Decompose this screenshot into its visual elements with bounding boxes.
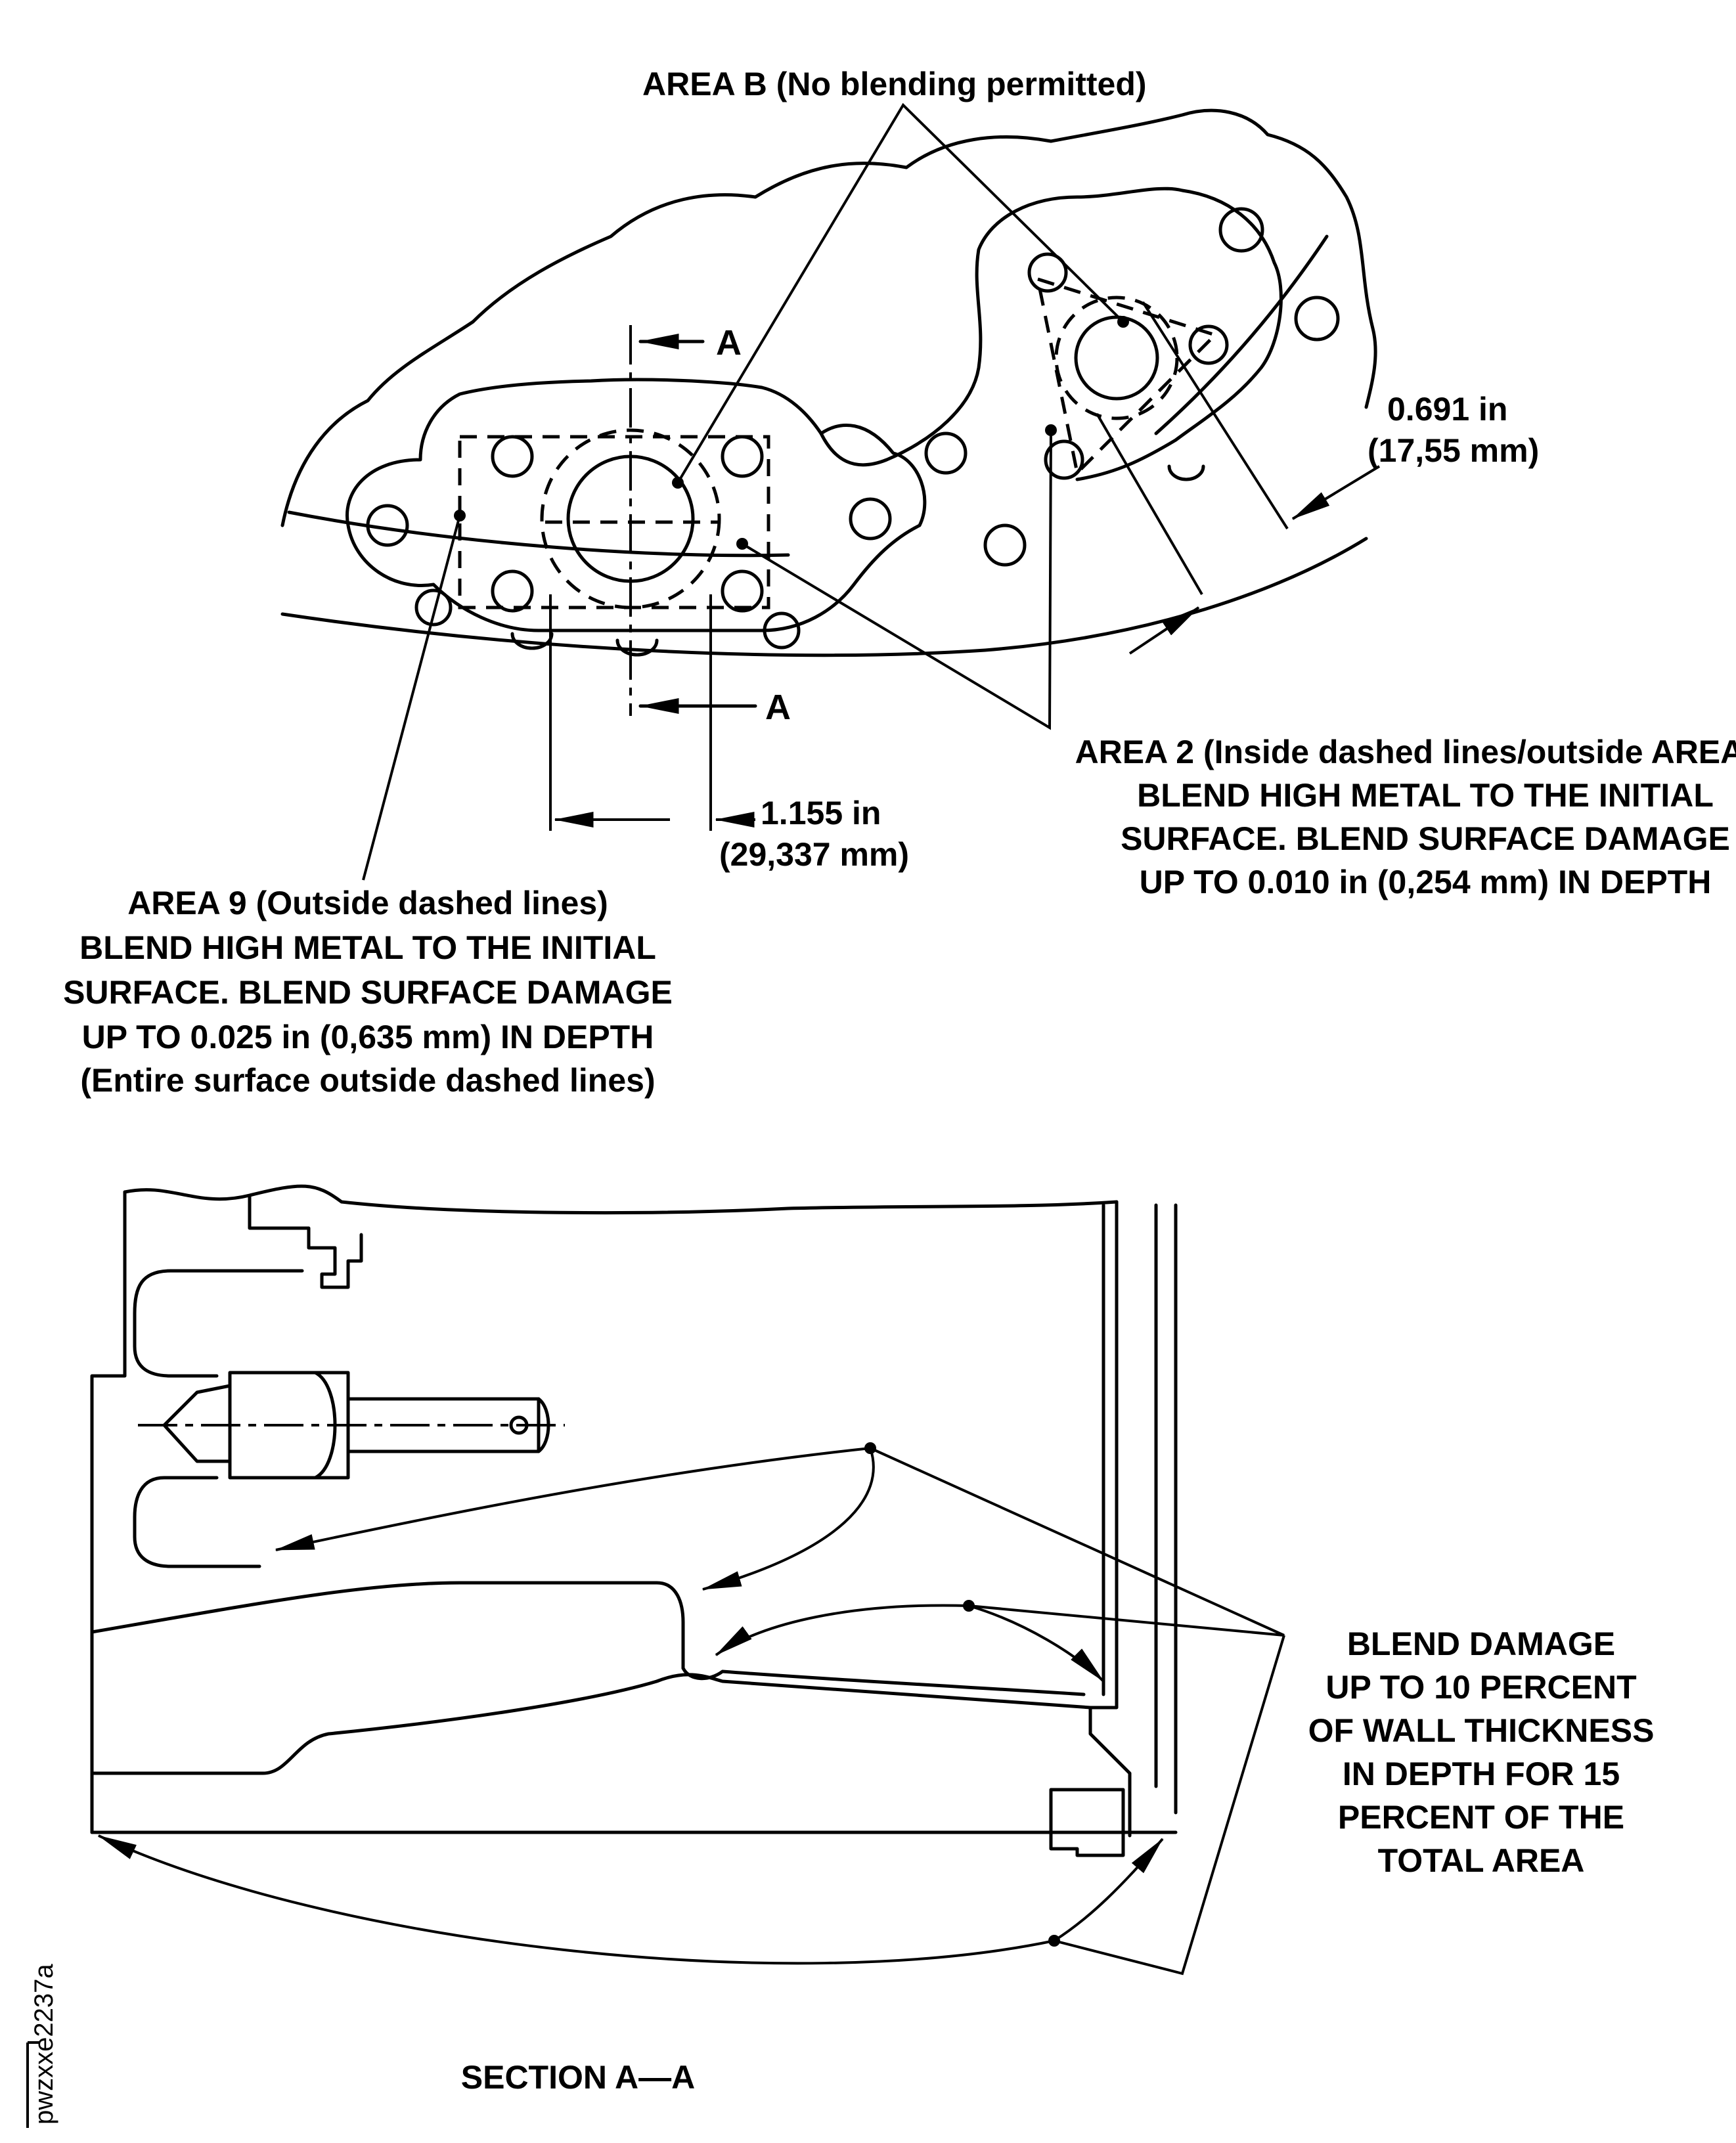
- bolt-hole: [491, 435, 534, 478]
- blend-arc-upper: [701, 1447, 875, 1591]
- bolt-hole: [414, 588, 453, 627]
- bolt-hole: [1044, 439, 1084, 480]
- area-9-leader: [362, 515, 461, 881]
- leader-dot: [454, 510, 466, 521]
- bolt-hole: [1294, 296, 1340, 342]
- blend-arc-mid: [715, 1604, 969, 1656]
- leader-dot: [736, 538, 748, 550]
- section-marker-top: A: [716, 323, 742, 363]
- dim-ext-line: [1142, 301, 1289, 530]
- blend-note-leader-lower: [1054, 1635, 1285, 1976]
- area-2-note-line: UP TO 0.010 in (0,254 mm) IN DEPTH: [1140, 864, 1712, 900]
- blend-note-line: BLEND DAMAGE: [1347, 1625, 1615, 1662]
- section-right-wall: [1088, 1200, 1132, 1838]
- leader-dot: [1117, 316, 1129, 328]
- casing-arc-outer: [280, 537, 1368, 657]
- section-seal-groove: [1049, 1788, 1125, 1857]
- bolt-hole: [491, 569, 534, 613]
- bolt-hole: [721, 435, 764, 478]
- section-web-lower: [90, 1673, 1092, 1775]
- blend-note-line: TOTAL AREA: [1378, 1842, 1585, 1879]
- section-cavity-upper: [133, 1269, 304, 1378]
- blend-note: BLEND DAMAGE UP TO 10 PERCENT OF WALL TH…: [1308, 1625, 1655, 1879]
- area-b-leader: [677, 102, 1124, 484]
- area-2-note: AREA 2 (Inside dashed lines/outside AREA…: [1075, 734, 1736, 900]
- dim-0691-line2: (17,55 mm): [1368, 432, 1539, 469]
- bolt-hole: [721, 569, 764, 613]
- bolt-hole: [849, 497, 892, 541]
- area-9-note-line: BLEND HIGH METAL TO THE INITIAL: [79, 929, 656, 966]
- section-fitting: [138, 1371, 565, 1480]
- dim-0691-arrow-lower: [1128, 606, 1200, 655]
- casing-arc-right: [1154, 234, 1329, 435]
- bolt-hole: [1188, 324, 1229, 365]
- section-marker-bottom: A: [765, 688, 791, 727]
- area-2-dashed-rect: [458, 435, 770, 609]
- section-left-wall: [90, 1190, 127, 1834]
- section-view: BLEND DAMAGE UP TO 10 PERCENT OF WALL TH…: [90, 1184, 1655, 2096]
- blend-arc-mid-right: [968, 1604, 1105, 1683]
- figure-id-text: pwzxxe2237a: [30, 1964, 58, 2125]
- area-9-note-line: SURFACE. BLEND SURFACE DAMAGE: [63, 974, 673, 1011]
- section-title: SECTION A—A: [461, 2059, 696, 2096]
- blend-note-leader: [870, 1447, 1285, 1637]
- fitting-body: [162, 1384, 232, 1463]
- leader-dot: [672, 477, 684, 489]
- dim-0691-arrow-upper: [1291, 465, 1381, 520]
- area-9-note: AREA 9 (Outside dashed lines) BLEND HIGH…: [63, 885, 673, 1099]
- area-b-label: AREA B (No blending permitted): [642, 66, 1147, 102]
- dim-1155-line2: (29,337 mm): [719, 836, 909, 873]
- bolt-hole: [366, 504, 409, 547]
- blend-arc-lower-right: [1053, 1838, 1164, 1942]
- section-break-line: [123, 1184, 1119, 1215]
- section-web-upper: [90, 1581, 685, 1670]
- dim-ext-line: [1096, 412, 1203, 596]
- flange-pad: [345, 378, 927, 632]
- area-9-note-line: UP TO 0.025 in (0,635 mm) IN DEPTH: [82, 1019, 654, 1055]
- bolt-hole: [924, 431, 968, 475]
- flange-tongue: [819, 187, 1283, 481]
- bolt-hole: [1218, 207, 1264, 253]
- bolt-hole: [983, 523, 1027, 567]
- figure-id: pwzxxe2237a: [26, 1964, 58, 2128]
- bolt-hole: [763, 611, 801, 650]
- area-9-note-line: AREA 9 (Outside dashed lines): [127, 885, 608, 921]
- casing-arc-inner: [287, 510, 790, 558]
- bolt-hole-partial: [1167, 464, 1205, 481]
- blend-note-line: PERCENT OF THE: [1338, 1799, 1624, 1836]
- casing-break-outline: [280, 108, 1377, 527]
- area-2-note-line: AREA 2 (Inside dashed lines/outside AREA…: [1075, 734, 1736, 770]
- blend-note-line: OF WALL THICKNESS: [1308, 1712, 1655, 1749]
- dim-1155-line1: 1.155 in: [761, 795, 881, 831]
- area-2-note-line: SURFACE. BLEND SURFACE DAMAGE: [1121, 820, 1730, 857]
- blend-note-line: IN DEPTH FOR 15: [1343, 1756, 1620, 1792]
- plan-view: A A AREA B (No blending permitted) 1.155…: [63, 66, 1736, 1099]
- area-2-dashed-triangle: [1035, 276, 1218, 477]
- area-2-leader: [741, 430, 1052, 730]
- bolt-hole: [1027, 252, 1068, 293]
- area-2-note-line: BLEND HIGH METAL TO THE INITIAL: [1137, 777, 1714, 814]
- boss-bore: [1074, 315, 1159, 401]
- blend-arc-lower: [97, 1834, 1055, 1965]
- blend-note-line: UP TO 10 PERCENT: [1325, 1669, 1636, 1706]
- blend-arc-upper-left: [275, 1447, 871, 1551]
- flange-step: [248, 1195, 363, 1289]
- bolt-holes: [366, 207, 1340, 657]
- leader-dot: [1045, 424, 1057, 436]
- section-web-mid: [681, 1666, 1086, 1696]
- dim-0691-line1: 0.691 in: [1387, 391, 1507, 428]
- bolt-hole-partial: [615, 638, 659, 657]
- area-9-note-line: (Entire surface outside dashed lines): [80, 1062, 655, 1099]
- section-cavity-lower: [133, 1476, 261, 1568]
